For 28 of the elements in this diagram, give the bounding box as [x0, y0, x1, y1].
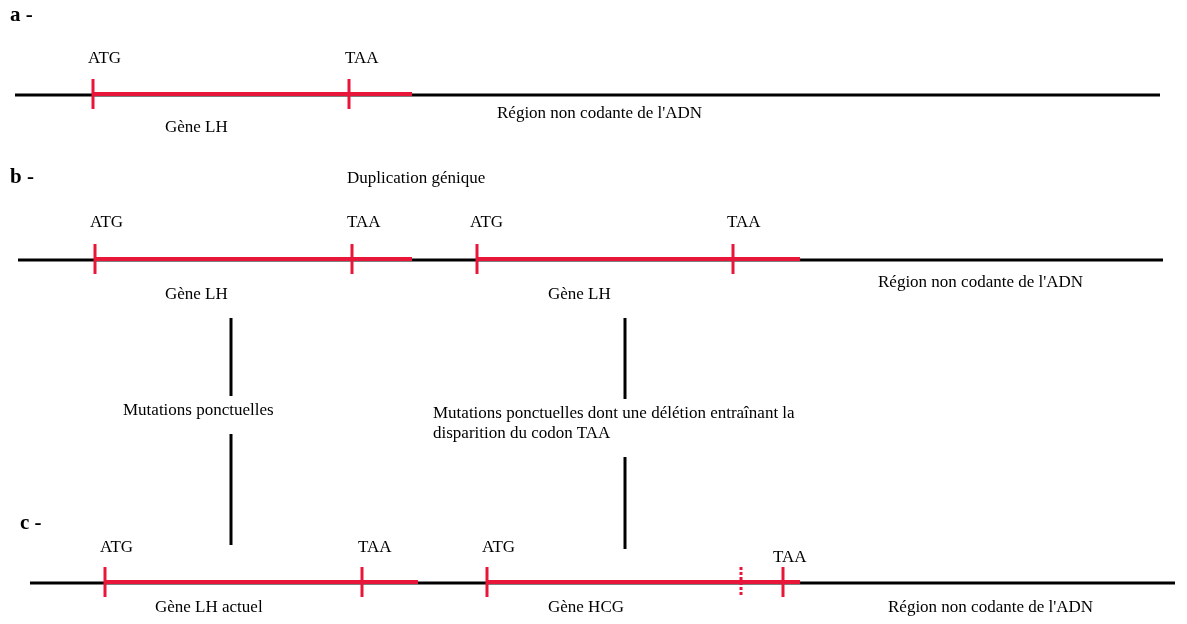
connector-line	[623, 318, 627, 399]
panel-label: c -	[20, 512, 42, 532]
gene-label: Gène LH	[165, 117, 228, 137]
codon-label: TAA	[347, 212, 381, 232]
region-label: Région non codante de l'ADN	[878, 272, 1084, 292]
mutation-label: Mutations ponctuelles dont une délétion entraînant la disparition du codon TAA	[433, 403, 833, 443]
process-label: Duplication génique	[347, 168, 486, 188]
gene-label: Gène LH	[548, 284, 611, 304]
codon-label: ATG	[470, 212, 504, 232]
codon-label: ATG	[90, 212, 124, 232]
codon-label: ATG	[482, 537, 516, 557]
region-label: Région non codante de l'ADN	[888, 597, 1094, 617]
mutation-label: Mutations ponctuelles	[123, 400, 274, 420]
region-label: Région non codante de l'ADN	[497, 103, 703, 123]
codon-label: TAA	[727, 212, 761, 232]
gene-label: Gène LH actuel	[155, 597, 263, 617]
codon-label: ATG	[88, 48, 122, 68]
codon-label: TAA	[345, 48, 379, 68]
gene-label: Gène LH	[165, 284, 228, 304]
gene-label: Gène HCG	[548, 597, 624, 617]
codon-label: ATG	[100, 537, 134, 557]
panel-label: b -	[10, 166, 34, 186]
codon-label: TAA	[358, 537, 392, 557]
connector-line	[623, 457, 627, 549]
connector-line	[229, 434, 233, 545]
panel-label: a -	[10, 4, 33, 24]
codon-label: TAA	[773, 547, 807, 567]
connector-line	[229, 318, 233, 396]
